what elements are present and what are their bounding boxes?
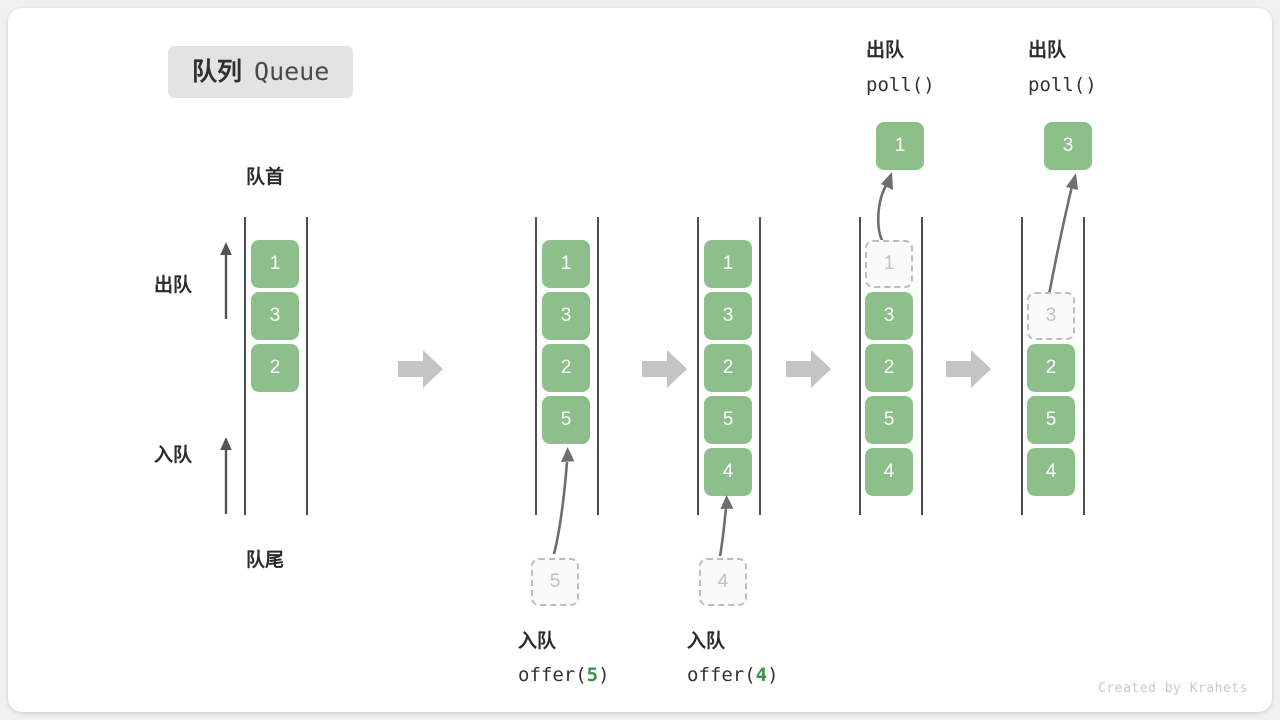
queue-item: 4 — [1027, 448, 1075, 496]
offer4-arg: 4 — [755, 664, 768, 686]
step-arrow-icon — [786, 350, 831, 388]
queue-wall-right-1 — [306, 217, 308, 515]
poll2-result-box: 3 — [1044, 122, 1092, 170]
queue-item-removed: 3 — [1027, 292, 1075, 340]
queue-wall-right-4 — [921, 217, 923, 515]
queue-item: 5 — [704, 396, 752, 444]
queue-item: 3 — [704, 292, 752, 340]
dequeue-direction-arrow-icon — [220, 242, 232, 319]
offer5-call-label: offer(5) — [518, 664, 610, 688]
queue-wall-left-1 — [244, 217, 246, 515]
poll1-arrow-icon — [876, 172, 893, 245]
queue-wall-right-3 — [759, 217, 761, 515]
queue-item: 4 — [865, 448, 913, 496]
enqueue-direction-label: 入队 — [154, 445, 193, 466]
queue-item: 3 — [865, 292, 913, 340]
poll1-call-label: poll() — [866, 74, 935, 96]
queue-item: 1 — [704, 240, 752, 288]
queue-item: 2 — [1027, 344, 1075, 392]
queue-head-label: 队首 — [246, 167, 285, 188]
queue-item: 2 — [865, 344, 913, 392]
diagram-canvas: 队列 Queue 队首 队尾 出队 入队 1 3 2 1 3 2 5 5 入队 … — [8, 8, 1272, 712]
enqueue-arrow-5-icon — [552, 447, 575, 555]
queue-wall-left-4 — [859, 217, 861, 515]
step-arrow-icon — [946, 350, 991, 388]
offer4-suffix: ) — [767, 664, 779, 686]
step-arrow-icon — [642, 350, 687, 388]
queue-wall-left-5 — [1021, 217, 1023, 515]
queue-item: 1 — [542, 240, 590, 288]
title-chinese: 队列 — [192, 58, 243, 86]
queue-wall-left-2 — [535, 217, 537, 515]
offer5-arg: 5 — [586, 664, 599, 686]
poll2-call-label: poll() — [1028, 74, 1097, 96]
diagram-title-badge: 队列 Queue — [168, 46, 354, 98]
queue-item: 2 — [704, 344, 752, 392]
offer5-prefix: offer( — [518, 664, 587, 686]
pending-input-box: 4 — [699, 558, 747, 606]
queue-item: 3 — [542, 292, 590, 340]
queue-tail-label: 队尾 — [246, 550, 285, 571]
queue-wall-right-2 — [597, 217, 599, 515]
queue-item: 2 — [251, 344, 299, 392]
enqueue-arrow-4-icon — [718, 495, 734, 557]
offer4-prefix: offer( — [687, 664, 756, 686]
step-arrow-icon — [398, 350, 443, 388]
queue-item: 5 — [1027, 396, 1075, 444]
queue-item-removed: 1 — [865, 240, 913, 288]
queue-wall-left-3 — [697, 217, 699, 515]
credit-text: Created by Krahets — [1098, 681, 1248, 696]
offer5-cn-label: 入队 — [518, 631, 557, 652]
poll2-cn-label: 出队 — [1028, 40, 1067, 61]
title-english: Queue — [254, 57, 330, 86]
poll2-arrow-icon — [1046, 173, 1078, 301]
pending-input-box: 5 — [531, 558, 579, 606]
offer4-cn-label: 入队 — [687, 631, 726, 652]
queue-item-new: 4 — [704, 448, 752, 496]
queue-item: 2 — [542, 344, 590, 392]
queue-wall-right-5 — [1083, 217, 1085, 515]
enqueue-direction-arrow-icon — [220, 437, 232, 514]
dequeue-direction-label: 出队 — [154, 275, 193, 296]
queue-item: 5 — [865, 396, 913, 444]
offer5-suffix: ) — [598, 664, 610, 686]
offer4-call-label: offer(4) — [687, 664, 779, 688]
poll1-result-box: 1 — [876, 122, 924, 170]
queue-item: 1 — [251, 240, 299, 288]
queue-item-new: 5 — [542, 396, 590, 444]
poll1-cn-label: 出队 — [866, 40, 905, 61]
queue-item: 3 — [251, 292, 299, 340]
